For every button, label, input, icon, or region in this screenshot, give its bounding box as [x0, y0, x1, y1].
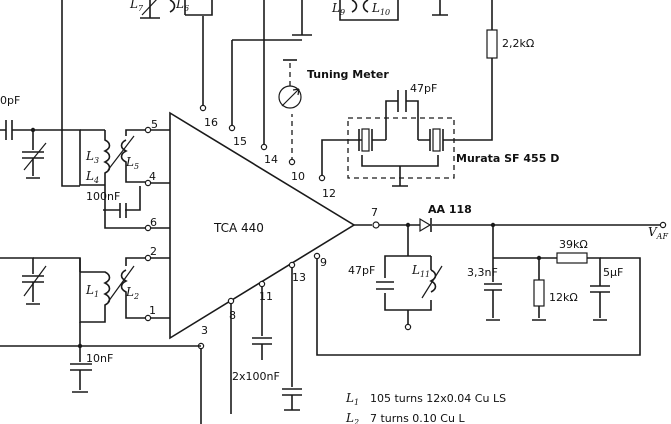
r-39k-label: 39kΩ: [559, 238, 588, 251]
winding-notes: L1 105 turns 12x0.04 Cu LS L2 7 turns 0.…: [345, 391, 506, 424]
pin-16: 16: [204, 116, 218, 129]
pin-4: 4: [149, 170, 156, 183]
l7-label: L7: [129, 0, 144, 13]
c-5u-label: 5µF: [603, 266, 623, 279]
l4-label: L4: [85, 169, 99, 185]
filter-label: Murata SF 455 D: [456, 152, 559, 165]
c-tank-label: 47pF: [348, 264, 375, 277]
left-upper-network: 0pF 5 4 6 100nF L3 L4 L5: [0, 0, 170, 232]
c-100n-label: 100nF: [86, 190, 120, 203]
note-1-sym: L1: [345, 391, 359, 407]
c-topleft-label: 0pF: [0, 94, 20, 107]
pin-12: 12: [322, 187, 336, 200]
pin-10: 10: [291, 170, 305, 183]
l2-label: L2: [125, 285, 139, 301]
output-network: 7 AA 118 VAF 47pF L11 3,3nF 12kΩ 39kΩ 5µ…: [348, 203, 668, 331]
murata-filter: 47pF Murata SF 455 D 12: [318, 82, 559, 200]
output-label: VAF: [648, 225, 668, 241]
l5-label: L5: [125, 155, 139, 171]
pin-3: 3: [201, 324, 208, 337]
l9-label: L9: [331, 1, 345, 17]
l11-label: L11: [411, 263, 430, 279]
pin-6: 6: [150, 216, 157, 229]
pin-13: 13: [292, 271, 306, 284]
pin-5: 5: [151, 118, 158, 131]
resistor-2k2: 2,2kΩ: [455, 0, 534, 141]
pin-7: 7: [371, 206, 378, 219]
pin-14: 14: [264, 153, 278, 166]
c-filter-label: 47pF: [410, 82, 437, 95]
top-coils: L7 L6 L9 L10: [129, 0, 448, 36]
note-2-text: 7 turns 0.10 Cu L: [370, 412, 465, 424]
tuning-meter: 10 Tuning Meter: [278, 59, 389, 183]
c-10n-label: 10nF: [86, 352, 113, 365]
bottom-pins: 3 8 11 13 2x100nF: [197, 261, 306, 424]
pin-1: 1: [149, 304, 156, 317]
ic-name: TCA 440: [213, 221, 264, 235]
note-2-sym: L2: [345, 411, 359, 424]
left-lower-network: 10nF 2 1 L1 L2: [0, 245, 201, 393]
c-out-label: 3,3nF: [467, 266, 498, 279]
pin-15: 15: [233, 135, 247, 148]
diode-label: AA 118: [428, 203, 472, 216]
note-1-text: 105 turns 12x0.04 Cu LS: [370, 392, 506, 405]
pin-9: 9: [320, 256, 327, 269]
top-pins: 16 15 14: [199, 0, 302, 166]
l10-label: L10: [371, 1, 390, 17]
pin-2: 2: [150, 245, 157, 258]
c-2x100n-label: 2x100nF: [232, 370, 280, 383]
l6-label: L6: [175, 0, 189, 13]
pin9-loop: 9: [313, 252, 641, 356]
l1-label: L1: [85, 283, 99, 299]
l3-label: L3: [85, 149, 99, 165]
r-2k2-label: 2,2kΩ: [502, 37, 534, 50]
pin-11: 11: [259, 290, 273, 303]
tuning-meter-label: Tuning Meter: [307, 68, 389, 81]
r-12k-label: 12kΩ: [549, 291, 578, 304]
pin-8: 8: [229, 309, 236, 322]
